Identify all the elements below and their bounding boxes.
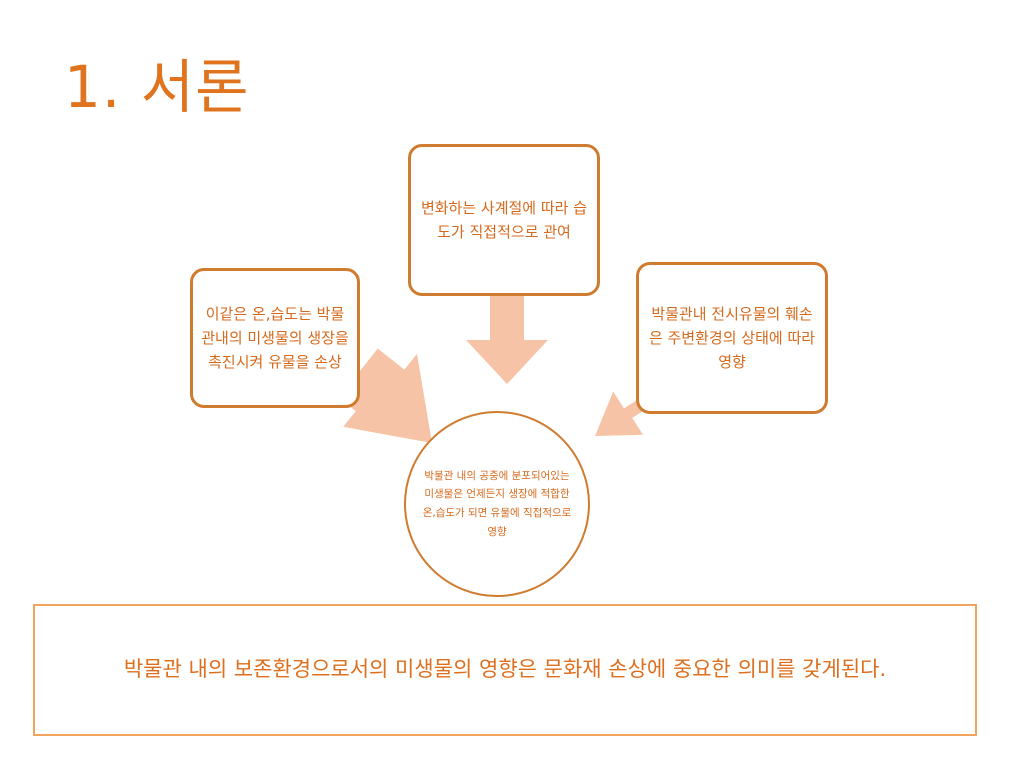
slide-title: 1. 서론 — [64, 53, 250, 121]
conclusion-text: 박물관 내의 보존환경으로서의 미생물의 영향은 문화재 손상에 중요한 의미를… — [123, 657, 887, 682]
center-circle-text: 박물관 내의 공중에 분포되어있는 미생물은 언제든지 생장에 적합한 온,습도… — [422, 469, 572, 538]
left-cause-text: 이같은 온,습도는 박물관내의 미생물의 생장을 촉진시켜 유물을 손상 — [201, 304, 349, 372]
right-cause-box: 박물관내 전시유물의 훼손은 주변환경의 상태에 따라 영향 — [636, 262, 828, 414]
left-cause-box: 이같은 온,습도는 박물관내의 미생물의 생장을 촉진시켜 유물을 손상 — [190, 268, 360, 408]
right-cause-text: 박물관내 전시유물의 훼손은 주변환경의 상태에 따라 영향 — [648, 304, 816, 372]
arrow-left-to-center — [329, 348, 432, 443]
arrow-right-to-center — [595, 373, 658, 436]
conclusion-box: 박물관 내의 보존환경으로서의 미생물의 영향은 문화재 손상에 중요한 의미를… — [33, 604, 977, 736]
center-circle: 박물관 내의 공중에 분포되어있는 미생물은 언제든지 생장에 적합한 온,습도… — [404, 411, 590, 597]
arrow-top-to-center — [466, 296, 548, 384]
top-cause-box: 변화하는 사계절에 따라 습도가 직접적으로 관여 — [408, 144, 600, 296]
top-cause-text: 변화하는 사계절에 따라 습도가 직접적으로 관여 — [420, 198, 588, 241]
